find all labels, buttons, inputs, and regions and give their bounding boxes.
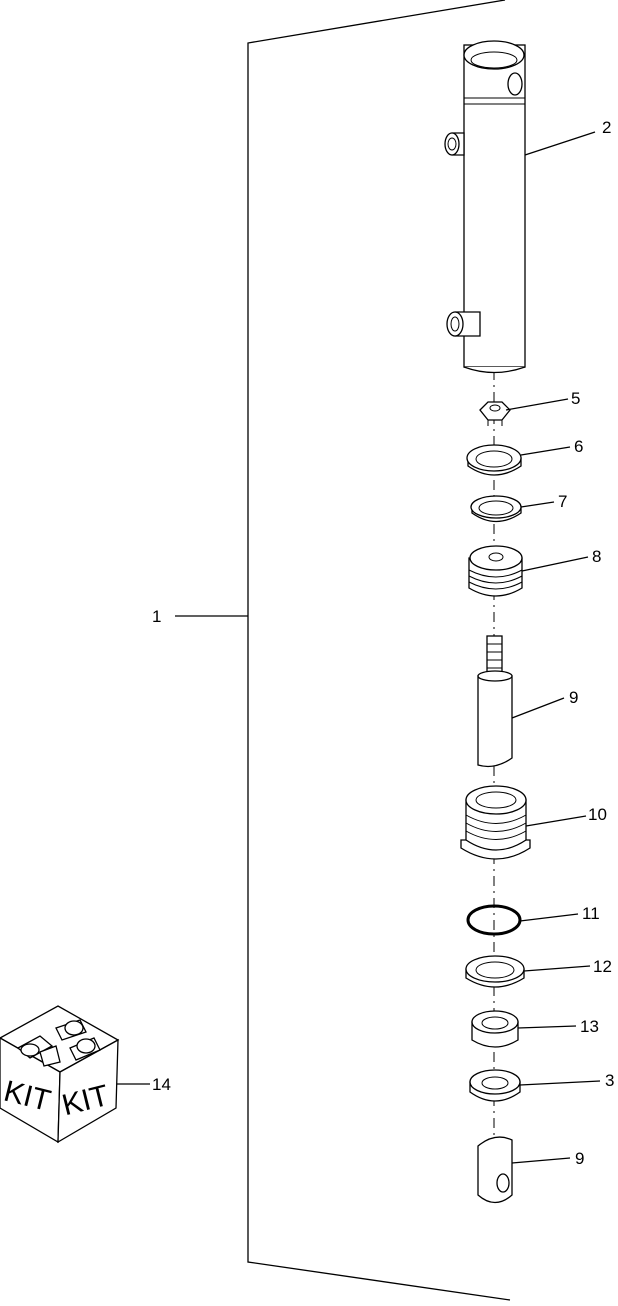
- callout-labels: 1 2 5 6 7 8 9 10 11 12 13 3 9 14: [152, 118, 614, 1168]
- callout-1: 1: [152, 607, 161, 626]
- callout-10: 10: [588, 805, 607, 824]
- o-ring-11: [466, 904, 522, 936]
- callout-14: 14: [152, 1075, 171, 1094]
- callout-11: 11: [582, 904, 600, 923]
- seal-ring-6: [466, 444, 522, 476]
- piston-rod-upper: [477, 635, 513, 768]
- callout-9-upper: 9: [569, 688, 578, 707]
- callout-12: 12: [593, 957, 612, 976]
- washer-7: [470, 495, 522, 523]
- callout-5: 5: [571, 389, 580, 408]
- piston-8: [468, 545, 523, 597]
- callout-7: 7: [558, 492, 567, 511]
- callout-6: 6: [574, 437, 583, 456]
- wiper-3: [469, 1069, 521, 1102]
- callout-8: 8: [592, 547, 601, 566]
- bushing-13: [471, 1010, 519, 1048]
- cylinder-barrel: [444, 40, 526, 374]
- callout-2: 2: [602, 118, 611, 137]
- ring-12: [465, 955, 525, 988]
- callout-9-lower: 9: [575, 1149, 584, 1168]
- nut: [479, 401, 511, 426]
- leader-lines: [117, 131, 601, 1164]
- assembly-bracket: [175, 0, 511, 1301]
- gland-10: [460, 785, 531, 860]
- rod-end-lower: [477, 1136, 513, 1204]
- kit-box: KIT KIT: [0, 1005, 120, 1144]
- callout-3: 3: [605, 1071, 614, 1090]
- callout-13: 13: [580, 1017, 599, 1036]
